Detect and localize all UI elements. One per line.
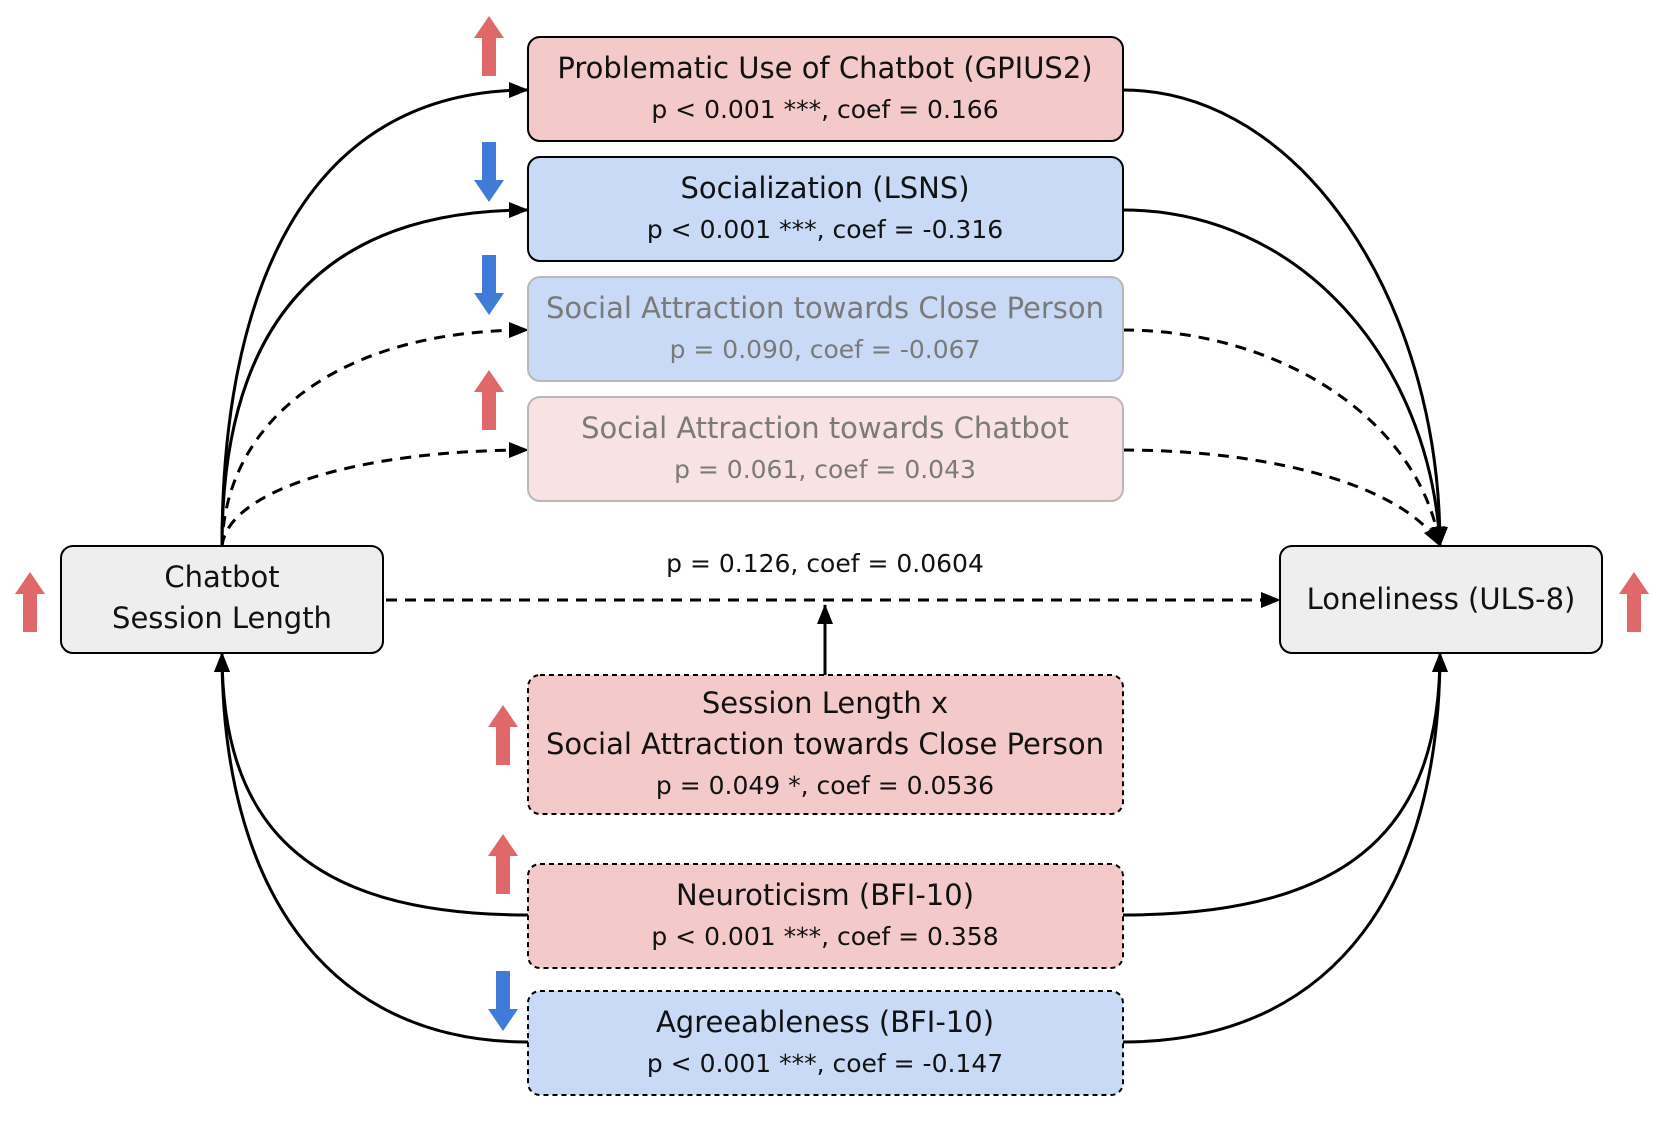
trend-up-arrow-icon: [1619, 572, 1649, 632]
node-attraction-chatbot: Social Attraction towards Chatbot p = 0.…: [527, 396, 1124, 502]
node-session-length-line2: Session Length: [112, 601, 332, 635]
edge-gpius2-to-loneliness: [1122, 88, 1448, 547]
edge-agreeableness-to-session: [214, 652, 529, 1044]
edge-session-to-close-person: [220, 322, 529, 547]
edge-session-to-lsns: [220, 202, 529, 547]
trend-up-arrow-icon: [474, 16, 504, 76]
direct-effect-stat: p = 0.126, coef = 0.0604: [666, 549, 984, 578]
node-gpius2-title: Problematic Use of Chatbot (GPIUS2): [557, 51, 1092, 85]
edge-session-to-gpius2: [220, 82, 529, 547]
edge-lsns-to-loneliness: [1122, 208, 1447, 547]
edge-close-person-to-loneliness: [1122, 328, 1445, 547]
node-gpius2: Problematic Use of Chatbot (GPIUS2) p < …: [527, 36, 1124, 142]
node-attraction-chatbot-box: [527, 396, 1124, 502]
trend-up-arrow-icon: [488, 705, 518, 765]
node-lsns-box: [527, 156, 1124, 262]
edge-agreeableness-to-loneliness: [1122, 652, 1448, 1044]
trend-down-arrow-icon: [488, 971, 518, 1031]
node-loneliness-title: Loneliness (ULS-8): [1307, 582, 1576, 616]
node-lsns-title: Socialization (LSNS): [680, 171, 969, 205]
node-close-person-box: [527, 276, 1124, 382]
node-loneliness-box: [1279, 545, 1603, 654]
node-loneliness: Loneliness (ULS-8): [1279, 545, 1603, 654]
node-lsns-stat: p < 0.001 ***, coef = -0.316: [647, 215, 1003, 244]
node-agreeableness: Agreeableness (BFI-10) p < 0.001 ***, co…: [527, 990, 1124, 1096]
node-agreeableness-title: Agreeableness (BFI-10): [656, 1005, 994, 1039]
node-attraction-chatbot-title: Social Attraction towards Chatbot: [581, 411, 1069, 445]
node-close-person-stat: p = 0.090, coef = -0.067: [670, 335, 981, 364]
edge-attraction-chatbot-to-loneliness: [1122, 448, 1442, 547]
node-close-person-title: Social Attraction towards Close Person: [546, 291, 1104, 325]
edge-neuroticism-to-loneliness: [1122, 652, 1448, 917]
edge-session-to-attraction-chatbot: [220, 442, 529, 547]
trend-up-arrow-icon: [474, 370, 504, 430]
trend-down-arrow-icon: [474, 142, 504, 202]
node-agreeableness-box: [527, 990, 1124, 1096]
node-agreeableness-stat: p < 0.001 ***, coef = -0.147: [647, 1049, 1003, 1078]
node-interaction-stat: p = 0.049 *, coef = 0.0536: [656, 771, 994, 800]
node-neuroticism-stat: p < 0.001 ***, coef = 0.358: [651, 922, 998, 951]
node-neuroticism: Neuroticism (BFI-10) p < 0.001 ***, coef…: [527, 863, 1124, 969]
node-interaction: Session Length x Social Attraction towar…: [527, 674, 1124, 815]
edge-neuroticism-to-session: [214, 652, 529, 917]
node-gpius2-box: [527, 36, 1124, 142]
node-session-length-box: [60, 545, 384, 654]
trend-up-arrow-icon: [488, 834, 518, 894]
node-neuroticism-box: [527, 863, 1124, 969]
trend-down-arrow-icon: [474, 255, 504, 315]
node-session-length-line1: Chatbot: [164, 560, 279, 594]
node-interaction-line2: Social Attraction towards Close Person: [546, 727, 1104, 761]
node-interaction-line1: Session Length x: [702, 686, 948, 720]
node-close-person: Social Attraction towards Close Person p…: [527, 276, 1124, 382]
node-gpius2-stat: p < 0.001 ***, coef = 0.166: [651, 95, 998, 124]
node-lsns: Socialization (LSNS) p < 0.001 ***, coef…: [527, 156, 1124, 262]
node-session-length: Chatbot Session Length: [60, 545, 384, 654]
node-interaction-box: [527, 674, 1124, 815]
node-attraction-chatbot-stat: p = 0.061, coef = 0.043: [674, 455, 976, 484]
trend-up-arrow-icon: [15, 572, 45, 632]
node-neuroticism-title: Neuroticism (BFI-10): [676, 878, 974, 912]
